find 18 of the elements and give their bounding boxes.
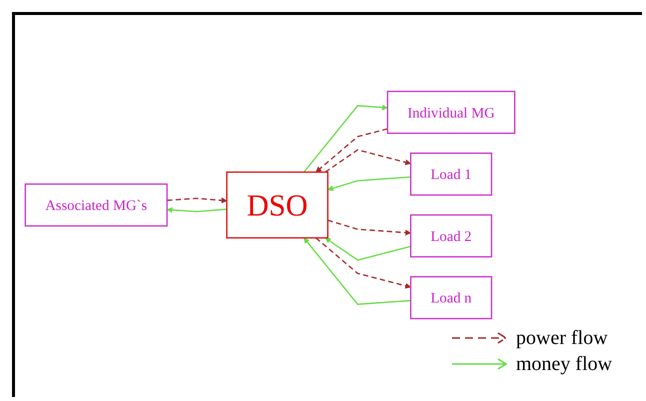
arrow [303, 104, 388, 173]
legend-label: money flow [516, 352, 612, 376]
arrow [328, 176, 411, 192]
node-box: DSO [226, 171, 328, 239]
node-box: Associated MG`s [24, 183, 168, 227]
arrow [166, 207, 227, 213]
arrow [304, 238, 411, 305]
legend-label: power flow [516, 326, 608, 350]
arrow [166, 197, 228, 204]
node-box: Load 2 [410, 214, 492, 258]
node-box: Individual MG [386, 90, 516, 134]
arrow [324, 238, 411, 261]
arrow [316, 237, 411, 289]
arrow [316, 128, 388, 172]
node-box: Load n [410, 276, 492, 320]
arrow [328, 220, 411, 236]
arrow [324, 149, 411, 173]
node-box: Load 1 [410, 152, 492, 196]
